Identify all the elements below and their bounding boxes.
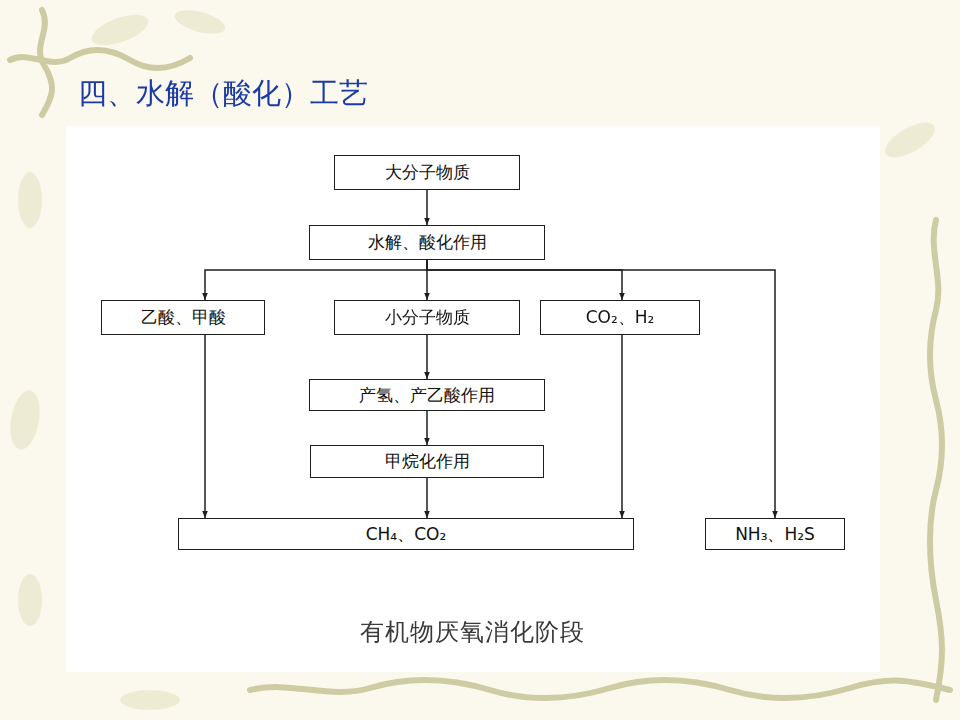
- figure-caption: 有机物厌氧消化阶段: [360, 616, 585, 648]
- process-box: 水解、酸化作用: [309, 225, 545, 260]
- process-box: NH₃、H₂S: [705, 518, 845, 550]
- vine: [250, 680, 950, 698]
- flow-arrow: [427, 260, 622, 300]
- flow-arrow: [204, 335, 206, 518]
- slide-title: 四、水解（酸化）工艺: [78, 74, 368, 114]
- box-label: 甲烷化作用: [385, 450, 470, 473]
- process-box: 产氢、产乙酸作用: [309, 379, 545, 411]
- flow-arrow: [426, 411, 428, 445]
- flow-arrow: [621, 335, 623, 518]
- process-box: CH₄、CO₂: [178, 518, 634, 550]
- box-label: 产氢、产乙酸作用: [359, 384, 495, 407]
- box-label: 小分子物质: [385, 306, 470, 329]
- box-label: 水解、酸化作用: [368, 231, 487, 254]
- box-label: 乙酸、甲酸: [141, 306, 226, 329]
- flow-arrow: [426, 190, 428, 225]
- box-label: CH₄、CO₂: [366, 523, 447, 546]
- flow-arrow: [205, 260, 427, 300]
- vine: [930, 220, 942, 700]
- process-box: 大分子物质: [334, 155, 520, 190]
- process-box: CO₂、H₂: [540, 300, 700, 335]
- flow-arrow: [426, 335, 428, 379]
- box-label: NH₃、H₂S: [735, 523, 815, 546]
- vine: [10, 50, 190, 68]
- box-label: CO₂、H₂: [586, 306, 655, 329]
- box-label: 大分子物质: [385, 161, 470, 184]
- vine: [40, 10, 52, 115]
- process-box: 小分子物质: [334, 300, 520, 335]
- process-box: 甲烷化作用: [310, 445, 544, 478]
- flow-arrow: [426, 478, 428, 518]
- process-box: 乙酸、甲酸: [101, 300, 265, 335]
